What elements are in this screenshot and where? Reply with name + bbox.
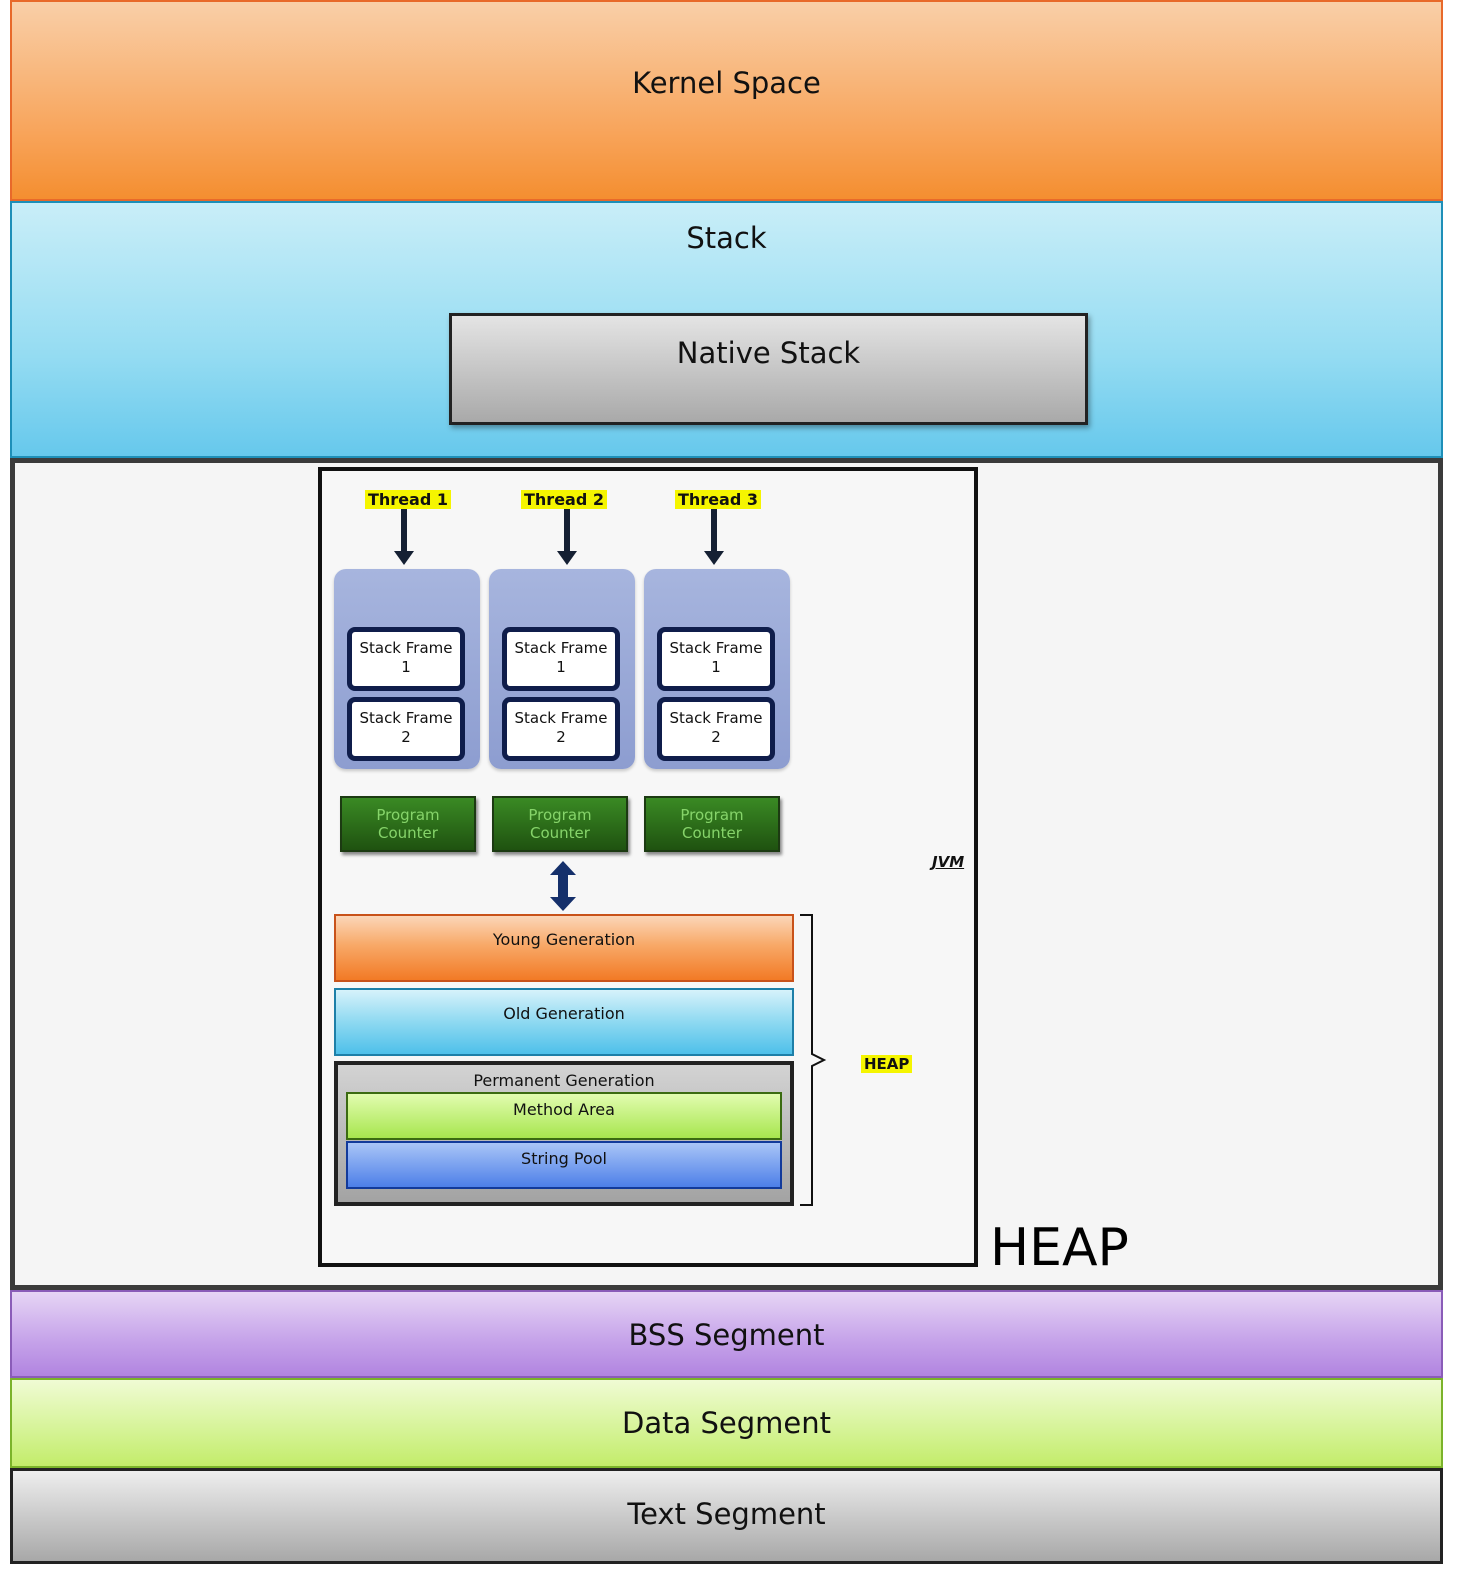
stack-label: Stack xyxy=(686,221,767,255)
thread-1-stack-frame-2: Stack Frame 2 xyxy=(347,697,465,761)
thread-3-stack-frame-1: Stack Frame 1 xyxy=(657,627,775,691)
string-pool: String Pool xyxy=(346,1141,782,1189)
thread-2-program-counter: Program Counter xyxy=(492,796,628,852)
thread-2-stack-frame-1: Stack Frame 1 xyxy=(502,627,620,691)
text-segment-label: Text Segment xyxy=(627,1497,826,1531)
kernel-space-label: Kernel Space xyxy=(632,66,821,100)
data-segment-label: Data Segment xyxy=(622,1406,831,1440)
thread-3-stack: Stack Frame 1 Stack Frame 2 xyxy=(644,569,790,769)
heap-segment-label: HEAP xyxy=(990,1218,1129,1278)
kernel-space-segment: Kernel Space xyxy=(10,0,1443,201)
down-arrow-icon xyxy=(557,509,577,565)
text-segment: Text Segment xyxy=(10,1468,1443,1564)
young-generation: Young Generation xyxy=(334,914,794,982)
thread-1-label: Thread 1 xyxy=(365,490,451,509)
heap-segment: Thread 1 Stack Frame 1 Stack Frame 2 Pro… xyxy=(10,458,1443,1290)
down-arrow-icon xyxy=(394,509,414,565)
native-stack-label: Native Stack xyxy=(676,336,861,370)
thread-2-stack-frame-2: Stack Frame 2 xyxy=(502,697,620,761)
jvm-box: Thread 1 Stack Frame 1 Stack Frame 2 Pro… xyxy=(318,467,978,1267)
thread-1-stack: Stack Frame 1 Stack Frame 2 xyxy=(334,569,480,769)
thread-1-stack-frame-1: Stack Frame 1 xyxy=(347,627,465,691)
thread-3-stack-frame-2: Stack Frame 2 xyxy=(657,697,775,761)
old-generation: Old Generation xyxy=(334,988,794,1056)
bss-label: BSS Segment xyxy=(628,1318,825,1352)
permanent-generation-label: Permanent Generation xyxy=(473,1071,655,1090)
down-arrow-icon xyxy=(704,509,724,565)
heap-bracket xyxy=(800,914,827,1206)
data-segment: Data Segment xyxy=(10,1378,1443,1468)
jvm-label: JVM xyxy=(932,853,965,871)
double-arrow-icon xyxy=(550,861,576,911)
stack-segment: Stack Native Stack xyxy=(10,201,1443,458)
thread-1-program-counter: Program Counter xyxy=(340,796,476,852)
bss-segment: BSS Segment xyxy=(10,1290,1443,1378)
heap-label: HEAP xyxy=(861,1055,913,1073)
native-stack-box: Native Stack xyxy=(449,313,1088,425)
thread-2-stack: Stack Frame 1 Stack Frame 2 xyxy=(489,569,635,769)
method-area: Method Area xyxy=(346,1092,782,1140)
thread-3-label: Thread 3 xyxy=(675,490,761,509)
thread-3-program-counter: Program Counter xyxy=(644,796,780,852)
permanent-generation: Permanent Generation Method Area String … xyxy=(334,1061,794,1206)
thread-2-label: Thread 2 xyxy=(521,490,607,509)
